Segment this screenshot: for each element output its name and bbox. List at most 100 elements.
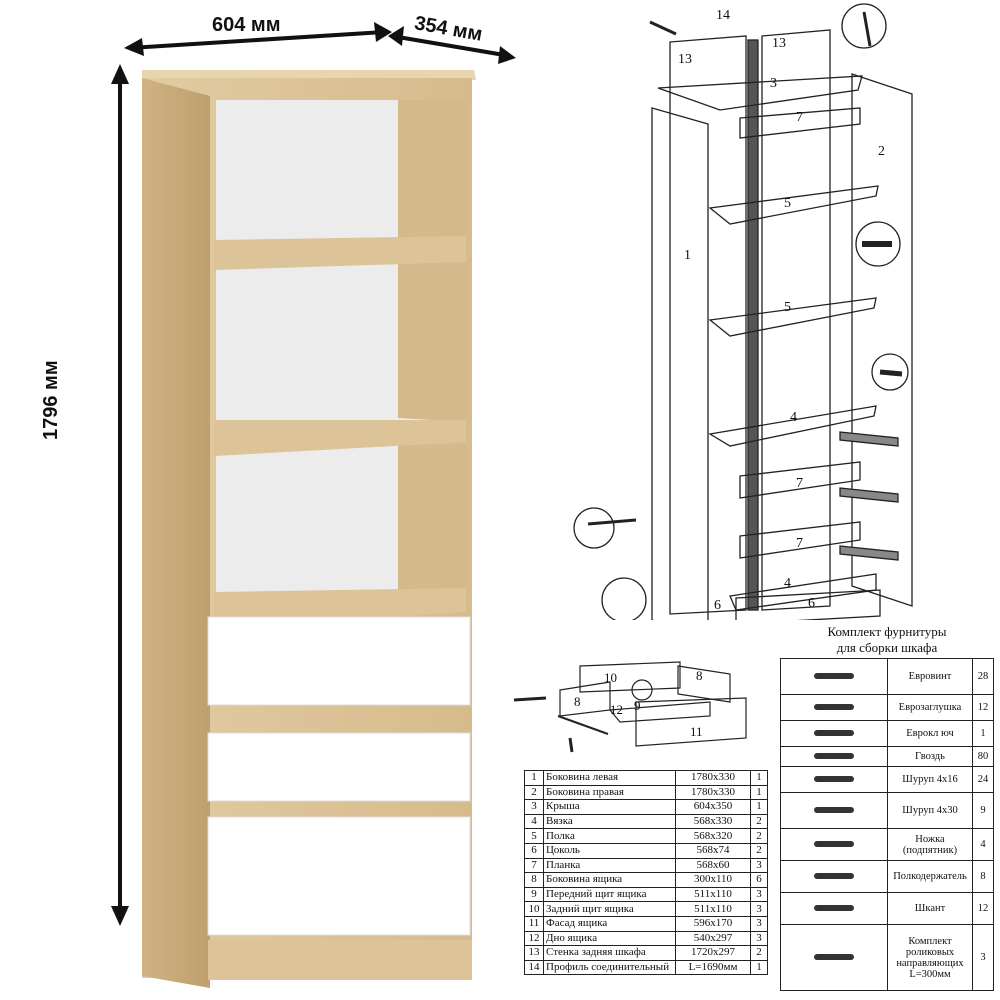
kit-item-name: Еврокл юч: [887, 720, 973, 747]
part-size: 568х320: [675, 828, 751, 844]
kit-item-name: Шуруп 4х16: [887, 766, 973, 793]
part-number: 9: [524, 886, 544, 903]
kit-title: Комплект фурнитуры для сборки шкафа: [780, 624, 994, 656]
label-6: 6: [808, 596, 815, 611]
part-name: Боковина правая: [543, 784, 676, 801]
part-qty: 3: [750, 857, 768, 874]
part-number: 3: [524, 799, 544, 815]
part-size: 568х330: [675, 813, 751, 830]
label-13: 13: [678, 52, 692, 67]
nail-icon: [814, 753, 854, 759]
part-size: 540х297: [675, 930, 751, 947]
part-name: Задний щит ящика: [543, 901, 676, 917]
part-name: Вязка: [543, 813, 676, 830]
label-12: 12: [610, 702, 623, 717]
label-3: 3: [770, 76, 777, 91]
screw-4x16-icon: [814, 776, 854, 782]
kit-item-name: Шкант: [887, 892, 973, 925]
part-name: Дно ящика: [543, 930, 676, 947]
label-5: 5: [784, 300, 791, 315]
label-7: 7: [796, 536, 803, 551]
width-dimension: 604 мм: [212, 14, 281, 36]
shelf-holder-icon: [814, 873, 854, 879]
part-size: 1780х330: [675, 784, 751, 801]
part-number: 2: [524, 784, 544, 801]
screw-4x30-icon: [814, 807, 854, 813]
hex-key-icon: [814, 730, 854, 736]
part-name: Планка: [543, 857, 676, 874]
part-number: 14: [524, 959, 544, 976]
part-name: Профиль соединительный: [543, 959, 676, 976]
kit-title-line1: Комплект фурнитуры: [827, 624, 947, 639]
part-name: Передний щит ящика: [543, 886, 676, 903]
part-name: Цоколь: [543, 842, 676, 859]
label-13: 13: [772, 36, 786, 51]
part-number: 5: [524, 828, 544, 844]
kit-item-name: Комплект роликовых направляющих L=300мм: [887, 924, 973, 991]
rail-guide-icon: [814, 954, 854, 960]
part-number: 8: [524, 872, 544, 888]
part-name: Крыша: [543, 799, 676, 815]
eurovint-screw-icon: [814, 673, 854, 679]
leg-support-icon: [814, 841, 854, 847]
label-4: 4: [784, 576, 791, 591]
part-size: 1720х297: [675, 945, 751, 961]
part-qty: 1: [750, 959, 768, 976]
label-7: 7: [796, 476, 803, 491]
part-qty: 2: [750, 945, 768, 961]
part-number: 11: [524, 915, 544, 932]
part-name: Фасад ящика: [543, 915, 676, 932]
drawer-diagram: [513, 661, 747, 753]
label-5: 5: [784, 196, 791, 211]
part-qty: 3: [750, 901, 768, 917]
kit-item-qty: 1: [972, 720, 994, 747]
kit-item-qty: 28: [972, 658, 994, 695]
kit-item-name: Полкодержатель: [887, 860, 973, 893]
part-size: 511х110: [675, 886, 751, 903]
kit-title-line2: для сборки шкафа: [836, 640, 938, 655]
label-8: 8: [574, 694, 581, 709]
kit-item-name: Шуруп 4х30: [887, 792, 973, 829]
assembly-diagram: [573, 3, 913, 620]
part-qty: 1: [750, 770, 768, 786]
label-6: 6: [714, 598, 721, 613]
part-size: 511х110: [675, 901, 751, 917]
kit-item-name: Евровинт: [887, 658, 973, 695]
part-qty: 3: [750, 915, 768, 932]
kit-item-qty: 4: [972, 828, 994, 861]
part-number: 12: [524, 930, 544, 947]
part-number: 1: [524, 770, 544, 786]
dowel-icon: [814, 905, 854, 911]
shelf: [214, 236, 466, 270]
drawer-front: [207, 616, 471, 706]
part-qty: 1: [750, 784, 768, 801]
part-number: 6: [524, 842, 544, 859]
part-size: 568х60: [675, 857, 751, 874]
drawer-front: [207, 816, 471, 936]
part-size: L=1690мм: [675, 959, 751, 976]
euro-cap-icon: [814, 704, 854, 710]
part-number: 13: [524, 945, 544, 961]
kit-item-name: Гвоздь: [887, 746, 973, 767]
part-name: Полка: [543, 828, 676, 844]
kit-item-name: Ножка (подпятник): [887, 828, 973, 861]
kit-item-name: Еврозаглушка: [887, 694, 973, 721]
part-qty: 1: [750, 799, 768, 815]
part-number: 4: [524, 813, 544, 830]
label-9: 9: [634, 698, 641, 713]
